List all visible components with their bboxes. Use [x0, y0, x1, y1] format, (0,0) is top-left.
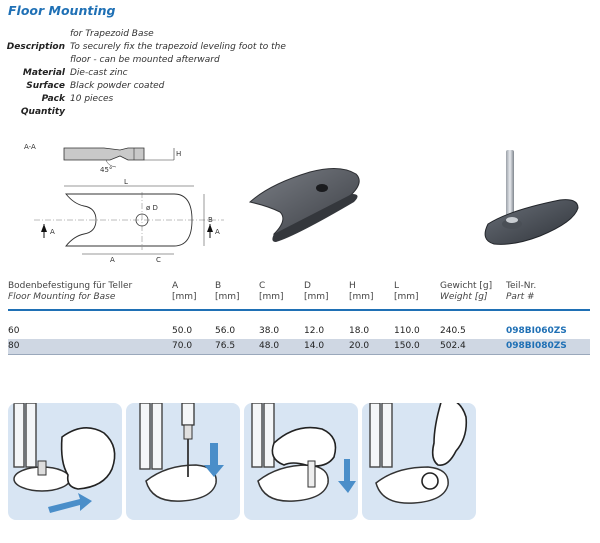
- cell-weight: 240.5: [440, 326, 466, 336]
- header-en: Weight [g]: [440, 292, 488, 302]
- table-bottom-rule: [8, 354, 590, 355]
- spec-subtitle-row: for Trapezoid Base: [4, 28, 290, 41]
- header-divider: [8, 309, 590, 311]
- header-en: Part #: [506, 292, 535, 302]
- section-arrow-right-label: A: [215, 228, 220, 236]
- cell-part-number: 098BI080ZS: [506, 341, 567, 351]
- cell-l: 110.0: [394, 326, 420, 336]
- cell-part-number: 098BI060ZS: [506, 326, 567, 336]
- header-de: H: [349, 281, 356, 291]
- spec-row-description: Description To securely fix the trapezoi…: [4, 41, 290, 67]
- page-title: Floor Mounting: [8, 3, 116, 18]
- header-de: Gewicht [g]: [440, 281, 493, 291]
- dim-l-label: L: [124, 178, 128, 186]
- spec-row-surface: Surface Black powder coated: [4, 80, 290, 93]
- cell-b: 76.5: [215, 341, 236, 351]
- step-1-illustration: [8, 403, 122, 520]
- cell-d: 12.0: [304, 326, 325, 336]
- cell-h: 20.0: [349, 341, 370, 351]
- header-de: D: [304, 281, 311, 291]
- dim-b-label: B: [208, 216, 213, 224]
- mounting-steps: [8, 403, 592, 523]
- dim-h-label: H: [176, 150, 181, 158]
- spec-value: 10 pieces: [70, 94, 114, 104]
- cell-base: 60: [8, 326, 20, 336]
- section-label: A-A: [24, 143, 36, 151]
- header-en: [mm]: [259, 292, 284, 302]
- header-en: [mm]: [304, 292, 329, 302]
- table-row: 60 50.0 56.0 38.0 12.0 18.0 110.0 240.5 …: [8, 324, 590, 339]
- header-de: B: [215, 281, 222, 291]
- cell-a: 50.0: [172, 326, 193, 336]
- cell-c: 48.0: [259, 341, 280, 351]
- spec-subtitle: for Trapezoid Base: [70, 29, 154, 39]
- dim-c-label: C: [156, 256, 161, 264]
- step-3-illustration: [244, 403, 358, 520]
- angle-label: 45°: [100, 166, 112, 174]
- dim-a-label: A: [110, 256, 115, 264]
- cell-weight: 502.4: [440, 341, 466, 351]
- spec-block: for Trapezoid Base Description To secure…: [4, 28, 290, 119]
- table-row: 80 70.0 76.5 48.0 14.0 20.0 150.0 502.4 …: [8, 339, 590, 354]
- technical-drawing: A-A H 45° L ø D B A C A A: [24, 143, 224, 264]
- spec-label: Description: [6, 42, 65, 52]
- step-2-illustration: [126, 403, 240, 520]
- header-en: [mm]: [215, 292, 240, 302]
- spec-label: Surface: [26, 81, 65, 91]
- cell-h: 18.0: [349, 326, 370, 336]
- spec-row-pack-quantity: Pack Quantity 10 pieces: [4, 93, 290, 119]
- spec-label: Pack Quantity: [20, 94, 65, 117]
- header-en: [mm]: [349, 292, 374, 302]
- leveling-foot-photo: [484, 150, 579, 245]
- spec-value: To securely fix the trapezoid leveling f…: [70, 42, 286, 65]
- section-view: [63, 147, 145, 161]
- cell-c: 38.0: [259, 326, 280, 336]
- cell-d: 14.0: [304, 341, 325, 351]
- header-de: A: [172, 281, 179, 291]
- spec-row-material: Material Die-cast zinc: [4, 67, 290, 80]
- cell-l: 150.0: [394, 341, 420, 351]
- dim-d-label: ø D: [146, 204, 158, 212]
- spec-value: Black powder coated: [70, 81, 165, 91]
- spec-value: Die-cast zinc: [70, 68, 128, 78]
- cell-base: 80: [8, 341, 20, 351]
- header-de: C: [259, 281, 266, 291]
- header-de: Teil-Nr.: [506, 281, 537, 291]
- spec-label: Material: [22, 68, 65, 78]
- section-arrow-left-label: A: [50, 228, 55, 236]
- header-de: L: [394, 281, 400, 291]
- mounting-plate-photo: [248, 168, 360, 242]
- cell-b: 56.0: [215, 326, 236, 336]
- plan-view: [65, 193, 193, 247]
- cell-a: 70.0: [172, 341, 193, 351]
- header-de: Bodenbefestigung für Teller: [8, 281, 133, 291]
- step-4-illustration: [362, 403, 476, 520]
- header-en: [mm]: [394, 292, 419, 302]
- header-en: Floor Mounting for Base: [8, 292, 116, 302]
- header-en: [mm]: [172, 292, 197, 302]
